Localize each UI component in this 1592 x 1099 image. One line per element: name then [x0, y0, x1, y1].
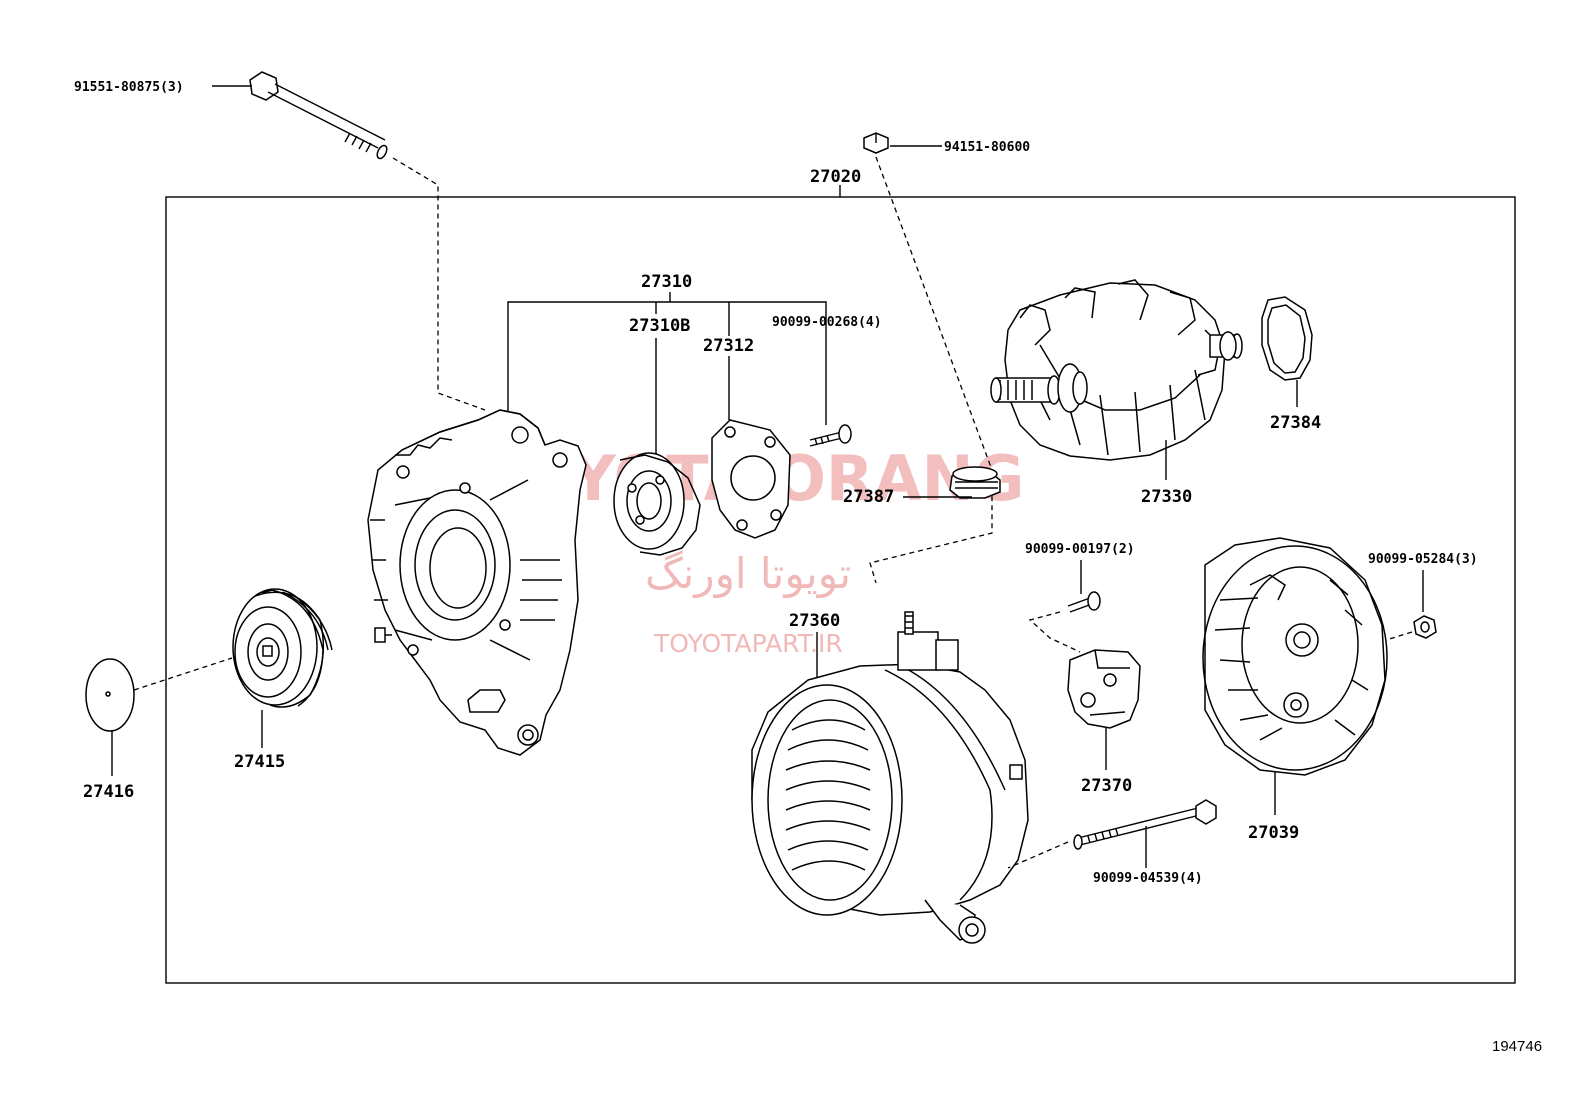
label-nut-90099-05284: 90099-05284(3)	[1368, 552, 1478, 567]
label-ring-27384: 27384	[1270, 413, 1321, 433]
leader-frame-bracket	[507, 301, 827, 413]
bearing-part[interactable]	[613, 452, 701, 556]
nut-94151-part[interactable]	[863, 132, 889, 154]
rear-cover-part[interactable]	[1202, 537, 1388, 776]
label-screw-90099-00268: 90099-00268(4)	[772, 315, 882, 330]
label-insulator-27387: 27387	[843, 487, 894, 507]
stator-frame-part[interactable]	[751, 611, 1029, 944]
label-retainer-27312: 27312	[703, 336, 754, 356]
retainer-plate-part[interactable]	[711, 419, 791, 539]
watermark-site: TOYOTAPART.IR	[653, 629, 843, 658]
ring-27384-part[interactable]	[1261, 296, 1313, 381]
assembly-label: 27020	[810, 167, 861, 187]
terminal-insulator-part[interactable]	[949, 466, 1001, 499]
reference-number: 194746	[1492, 1038, 1542, 1055]
dash-pulley-cap	[133, 657, 233, 691]
pulley-cap-part[interactable]	[85, 658, 135, 732]
label-rotor-27330: 27330	[1141, 487, 1192, 507]
bolt-91551-part[interactable]	[249, 71, 389, 160]
label-through-bolt-90099-04539: 90099-04539(4)	[1093, 871, 1203, 886]
watermark-persian: تویوتا اورنگ	[645, 549, 851, 598]
label-cover-27039: 27039	[1248, 823, 1299, 843]
dash-screw-00197	[1028, 611, 1081, 653]
label-bolt-91551: 91551-80875(3)	[74, 80, 184, 95]
screw-00268-part[interactable]	[809, 424, 852, 447]
label-stator-27360: 27360	[789, 611, 840, 631]
label-screw-90099-00197: 90099-00197(2)	[1025, 542, 1135, 557]
through-bolt-part[interactable]	[1073, 799, 1217, 850]
brush-holder-part[interactable]	[1067, 649, 1141, 729]
pulley-part[interactable]	[232, 588, 333, 708]
rotor-part[interactable]	[990, 279, 1243, 461]
front-housing-part[interactable]	[367, 409, 587, 756]
dash-through-bolt	[1007, 841, 1069, 869]
dash-nut-94151	[869, 156, 993, 584]
label-brush-27370: 27370	[1081, 776, 1132, 796]
label-nut-94151: 94151-80600	[944, 140, 1030, 155]
label-cap-27416: 27416	[83, 782, 134, 802]
label-pulley-27415: 27415	[234, 752, 285, 772]
label-frame-sub-27310b: 27310B	[629, 316, 690, 336]
label-frame-27310: 27310	[641, 272, 692, 292]
nut-05284-part[interactable]	[1413, 615, 1437, 639]
dash-bolt-91551	[392, 157, 486, 411]
screw-00197-part[interactable]	[1067, 591, 1101, 613]
